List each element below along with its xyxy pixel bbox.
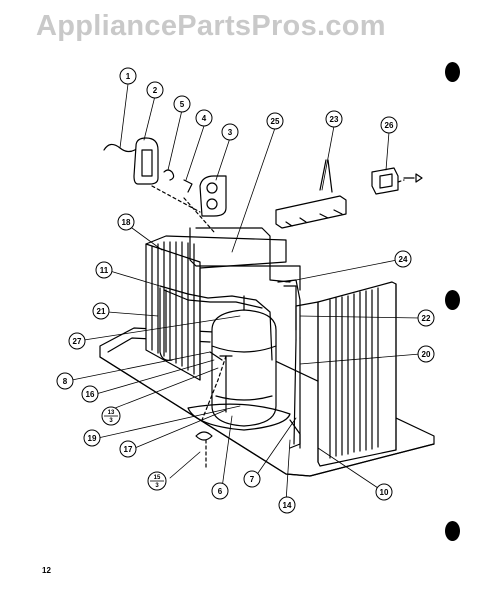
callout-label-25: 25 [271,117,280,126]
bracket-and-cover [103,137,227,217]
callout-label-5: 5 [180,100,185,109]
binder-hole-middle [445,290,460,310]
callout-label-11: 11 [100,266,109,275]
callout-label-26: 26 [385,121,394,130]
callout-5 [173,95,191,113]
callout-18 [117,213,135,231]
binder-hole-bottom [445,521,460,541]
evaporator-coil [145,235,287,381]
condenser-coil [295,281,397,467]
callout-label-1: 1 [126,72,131,81]
callout-label-24: 24 [399,255,408,264]
callout-1 [119,67,137,85]
callout-25 [266,112,284,130]
callout-8 [56,372,74,390]
leader-lines [71,83,421,503]
callout-label-19: 19 [88,434,97,443]
page-number: 12 [42,566,51,575]
binder-hole-top [445,62,460,82]
fraction-den-13: 3 [109,418,113,424]
callout-4 [195,109,213,127]
callout-26 [380,116,398,134]
callout-label-8: 8 [63,377,68,386]
callout-label-17: 17 [124,445,133,454]
callout-10 [375,483,393,501]
guide-lines [151,179,405,471]
callout-24 [394,250,412,268]
watermark: AppliancePartsPros.com [36,10,386,42]
callout-label-7: 7 [250,475,255,484]
callout-2 [146,81,164,99]
callout-20 [417,345,435,363]
callout-21 [92,302,110,320]
callout-label-18: 18 [122,218,131,227]
callout-label-20: 20 [422,350,431,359]
callout-22 [417,309,435,327]
callout-17 [119,440,137,458]
callout-6 [211,482,229,500]
callout-7 [243,470,261,488]
callout-27 [68,332,86,350]
callout-23 [325,110,343,128]
callout-label-3: 3 [228,128,233,137]
callout-16 [81,385,99,403]
refrigerant-tubing [159,227,301,449]
callout-label-2: 2 [153,86,158,95]
callout-label-23: 23 [330,115,339,124]
fraction-num-13: 13 [108,410,115,416]
callout-label-16: 16 [86,390,95,399]
callout-11 [95,261,113,279]
fraction-den-15: 3 [155,483,159,489]
callout-label-6: 6 [218,487,223,496]
callout-label-22: 22 [422,314,431,323]
fraction-num-15: 15 [154,475,161,481]
callout-label-10: 10 [380,488,389,497]
relay-switch [371,167,423,195]
callout-label-27: 27 [73,337,82,346]
compressor [187,309,291,441]
callout-19 [83,429,101,447]
callout-label-4: 4 [202,114,207,123]
callout-label-14: 14 [283,501,292,510]
callout-3 [221,123,239,141]
callout-14 [278,496,296,514]
callout-label-21: 21 [97,307,106,316]
heater-assembly [275,159,347,229]
